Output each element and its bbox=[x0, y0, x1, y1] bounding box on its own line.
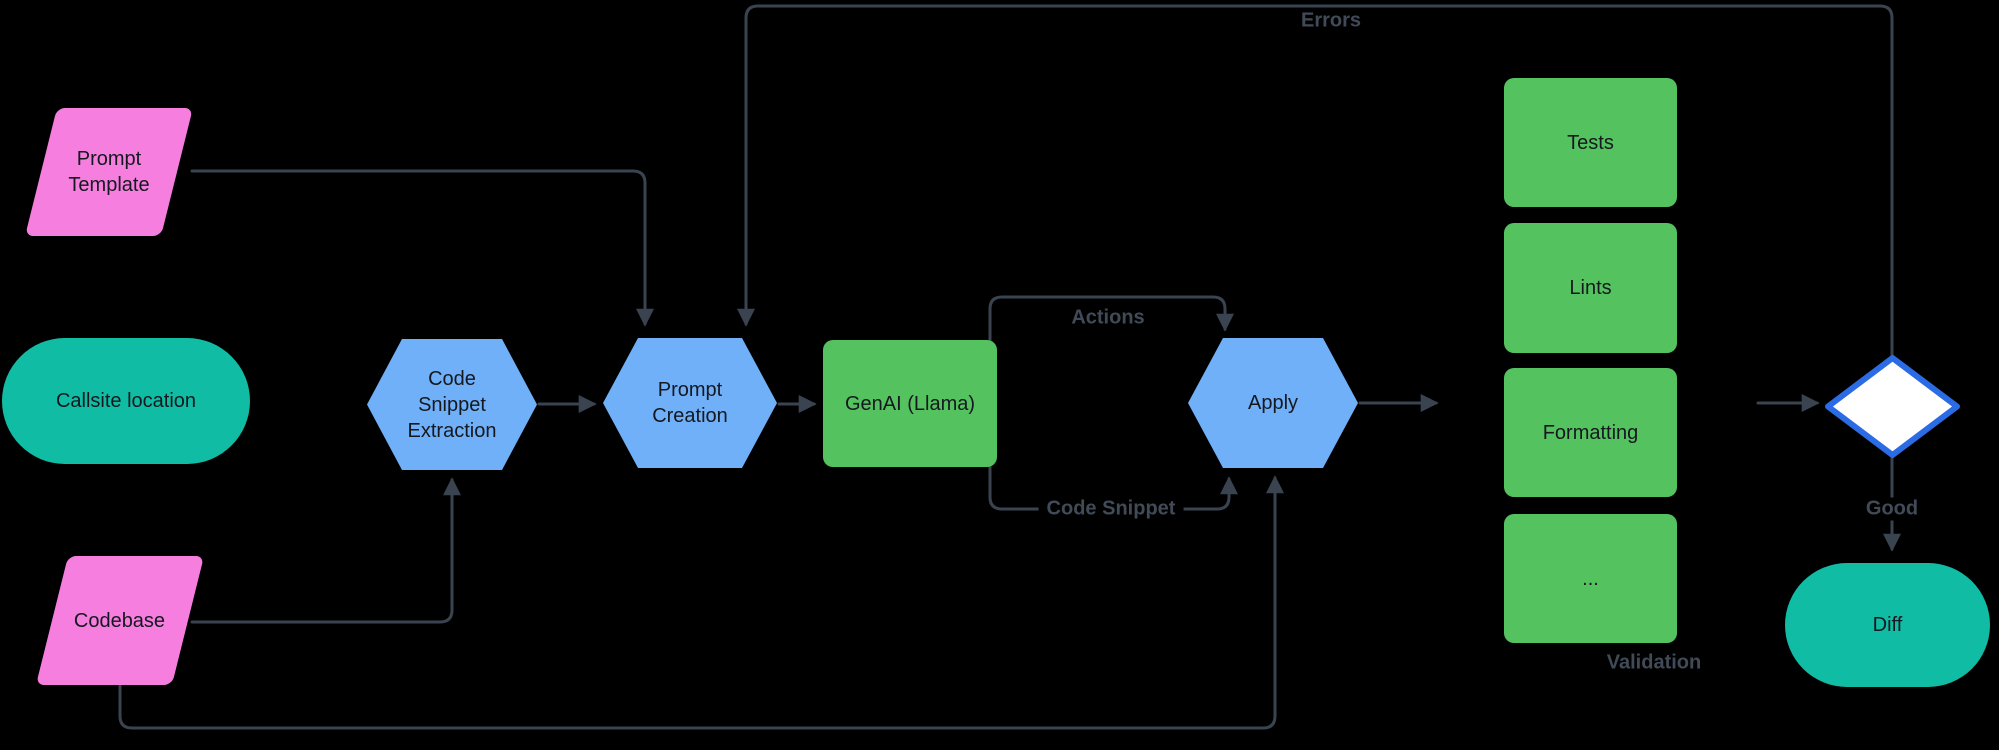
node-genai-label: GenAI (Llama) bbox=[844, 392, 976, 415]
edge-actions bbox=[988, 295, 1234, 342]
node-apply-label: Apply bbox=[1247, 392, 1299, 414]
node-validation-formatting-label: Formatting bbox=[1542, 421, 1639, 444]
edge-errors-loop bbox=[737, 4, 1894, 358]
node-validation-tests: Tests bbox=[1504, 78, 1677, 207]
node-callsite-location: Callsite location bbox=[2, 338, 250, 464]
node-prompt-creation: Prompt Creation bbox=[603, 338, 777, 468]
node-prompt-creation-label: Prompt Creation bbox=[652, 379, 728, 427]
node-genai: GenAI (Llama) bbox=[823, 340, 997, 467]
node-prompt-template-label: Prompt Template bbox=[68, 148, 150, 196]
edge-label-code-snippet: Code Snippet bbox=[1038, 497, 1184, 521]
node-validation-lints-label: Lints bbox=[1569, 277, 1612, 299]
node-callsite-location-label: Callsite location bbox=[55, 390, 197, 412]
node-code-snippet-extraction: Code Snippet Extraction bbox=[367, 339, 537, 470]
node-validation-more: ... bbox=[1504, 514, 1677, 643]
node-validation-tests-label: Tests bbox=[1567, 131, 1614, 154]
node-code-snippet-extraction-label: Code Snippet Extraction bbox=[407, 367, 497, 442]
node-validation-more-label: ... bbox=[1582, 567, 1599, 590]
edge-label-errors: Errors bbox=[1300, 9, 1362, 32]
edge-label-actions: Actions bbox=[1071, 306, 1145, 329]
node-apply: Apply bbox=[1188, 338, 1358, 468]
edge-codebase-to-extraction bbox=[190, 477, 461, 624]
edge-label-good: Good bbox=[1857, 497, 1927, 521]
node-codebase-label: Codebase bbox=[74, 609, 166, 632]
node-diff: Diff bbox=[1785, 563, 1990, 687]
decision-diamond bbox=[1825, 355, 1960, 458]
node-validation-formatting: Formatting bbox=[1504, 368, 1677, 497]
node-diff-label: Diff bbox=[1872, 614, 1903, 636]
node-validation-lints: Lints bbox=[1504, 223, 1677, 353]
validation-group-label: Validation bbox=[1606, 651, 1702, 674]
edge-codebase-to-apply bbox=[118, 475, 1284, 730]
edge-prompt-template-to-prompt-creation bbox=[190, 169, 654, 327]
